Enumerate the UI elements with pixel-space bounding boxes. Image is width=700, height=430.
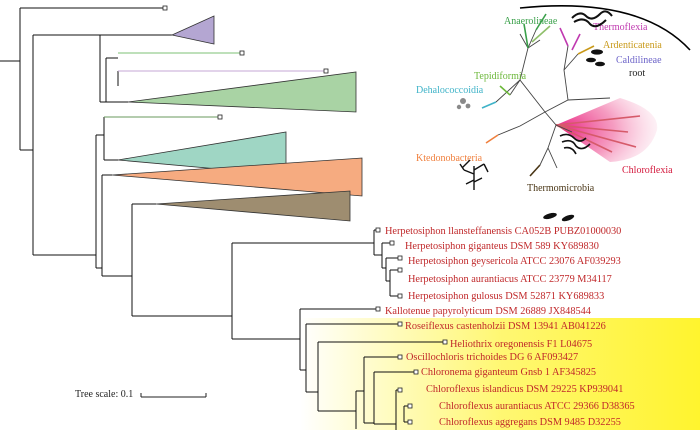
rod-cell-icon xyxy=(591,49,603,55)
rod-cell-icon xyxy=(561,214,575,222)
coccus-cell-icon xyxy=(465,103,471,109)
inset-colored-branches xyxy=(481,13,595,177)
leaf-label: Oscillochloris trichoides DG 6 AF093427 xyxy=(406,352,578,363)
filament-sketch-icon xyxy=(559,133,591,155)
collapsed-clade-teal xyxy=(117,131,287,176)
inset-label-caldilineae: Caldilineae xyxy=(616,55,662,66)
inset-label-thermomicrobia: Thermomicrobia xyxy=(527,183,595,194)
leaf-label: Chloroflexus islandicus DSM 29225 KP9390… xyxy=(426,384,623,395)
leaf-label: Kallotenue papyrolyticum DSM 26889 JX848… xyxy=(385,306,591,317)
inset-label-ktedonobacteria: Ktedonobacteria xyxy=(416,153,483,164)
rod-cell-icon xyxy=(595,61,605,67)
inset-label-chloroflexia: Chloroflexia xyxy=(622,165,673,176)
leaf-label: Chloronema giganteum Gnsb 1 AF345825 xyxy=(421,367,596,378)
tip-markers xyxy=(162,5,448,425)
tree-scale-label: Tree scale: 0.1 xyxy=(75,389,133,400)
inset-label-dehalococcoidia: Dehalococcoidia xyxy=(416,85,484,96)
inset-label-root: root xyxy=(629,68,645,79)
inset-unrooted-tree: Anaerolineae Thermoflexia Ardenticatenia… xyxy=(416,5,691,222)
inset-bracket-arc xyxy=(519,5,691,51)
rod-cell-icon xyxy=(543,212,557,220)
filament-sketch-icon xyxy=(571,10,613,28)
inset-label-tepidiformia: Tepidiformia xyxy=(474,71,527,82)
rod-cell-icon xyxy=(586,57,596,63)
leaf-label: Herpetosiphon llansteffanensis CA052B PU… xyxy=(385,226,621,237)
leaf-label: Herpetosiphon geysericola ATCC 23076 AF0… xyxy=(408,256,621,267)
leaf-label: Herpetosiphon gulosus DSM 52871 KY689833 xyxy=(408,291,604,302)
inset-label-anaerolineae: Anaerolineae xyxy=(504,16,558,27)
collapsed-clade-brown xyxy=(155,190,351,222)
leaf-label: Herpetosiphon aurantiacus ATCC 23779 M34… xyxy=(408,274,612,285)
chloroflexia-highlight-band xyxy=(300,318,700,430)
leaf-label: Heliothrix oregonensis F1 L04675 xyxy=(450,339,592,350)
collapsed-clade-green xyxy=(127,71,357,113)
inset-label-thermoflexia: Thermoflexia xyxy=(593,22,648,33)
collapsed-clade-orange xyxy=(111,157,363,197)
leaf-label: Herpetosiphon giganteus DSM 589 KY689830 xyxy=(405,241,599,252)
leaf-labels: Herpetosiphon llansteffanensis CA052B PU… xyxy=(385,226,635,428)
collapsed-clade-purple xyxy=(170,15,215,45)
inset-branches xyxy=(495,29,611,169)
coccus-cell-icon xyxy=(456,104,462,110)
inset-label-ardenticatenia: Ardenticatenia xyxy=(603,40,662,51)
leaf-label: Roseiflexus castenholzii DSM 13941 AB041… xyxy=(405,321,606,332)
leaf-label: Chloroflexus aurantiacus ATCC 29366 D383… xyxy=(439,401,635,412)
chloroflexia-rays xyxy=(555,115,641,153)
leaf-label: Chloroflexus aggregans DSM 9485 D32255 xyxy=(439,417,621,428)
tree-branches xyxy=(0,7,445,430)
coccus-cell-icon xyxy=(460,98,466,104)
mycelium-sketch-icon xyxy=(459,159,489,190)
tree-scale-bar xyxy=(140,393,207,398)
